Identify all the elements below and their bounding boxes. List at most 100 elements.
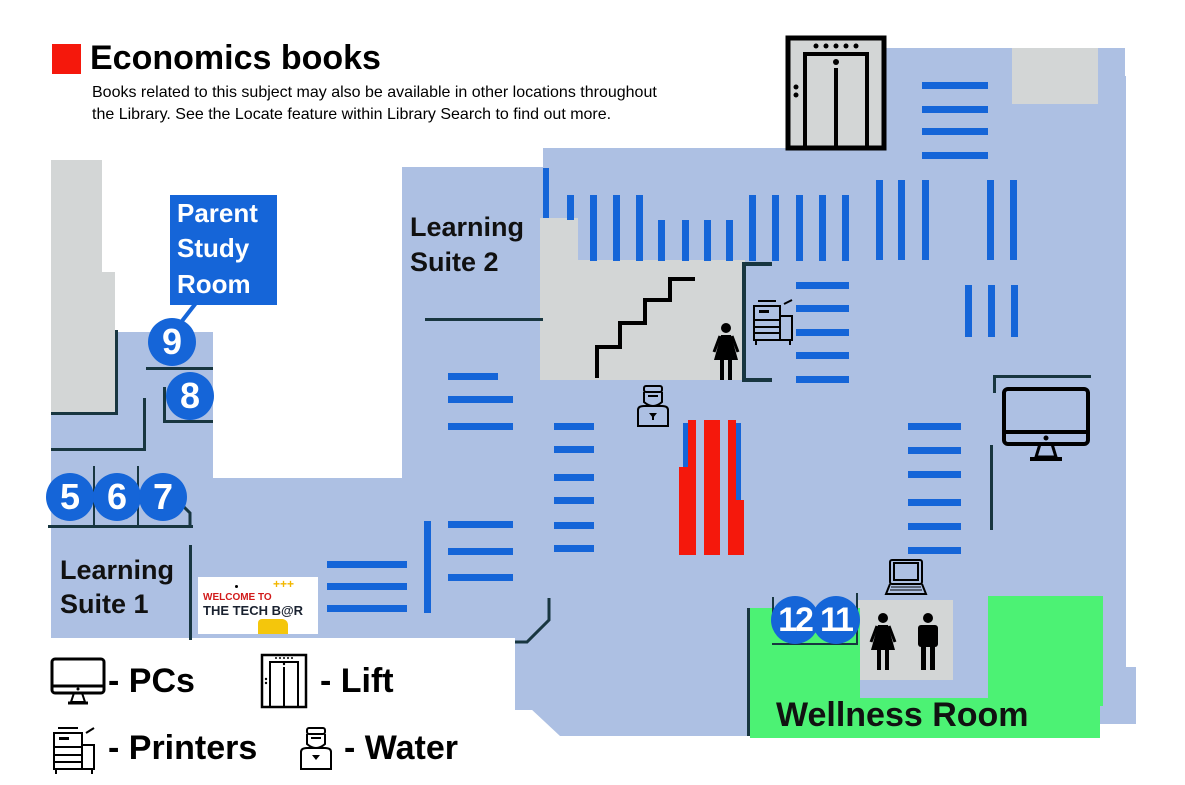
economics-shelf xyxy=(704,420,720,555)
legend-label-water: - Water xyxy=(344,729,458,767)
wall xyxy=(51,448,146,451)
shelf xyxy=(726,220,733,261)
shelf xyxy=(704,220,711,261)
shelf xyxy=(898,180,905,260)
shelf xyxy=(554,522,594,529)
pc-icon xyxy=(1002,387,1090,461)
shelf xyxy=(683,423,688,473)
shelf xyxy=(327,561,407,568)
wall xyxy=(772,643,858,645)
shelf xyxy=(922,152,988,159)
wall xyxy=(163,387,166,422)
wall xyxy=(425,318,543,321)
shelf xyxy=(908,471,961,478)
page-title: Economics books xyxy=(90,39,381,77)
room-number-7[interactable]: 7 xyxy=(139,473,187,521)
wellness-room-label: Wellness Room xyxy=(776,696,1029,734)
lift-icon xyxy=(785,35,887,151)
shelf xyxy=(908,547,961,554)
stairwell-central-top xyxy=(540,218,578,263)
learning-suite-2-line-2: Suite 2 xyxy=(410,247,499,277)
shelf xyxy=(796,352,849,359)
stairs-icon xyxy=(595,277,695,378)
room-number-11[interactable]: 11 xyxy=(812,596,860,644)
shelf xyxy=(988,285,995,337)
female-toilet-icon xyxy=(712,323,740,380)
shelf xyxy=(554,497,594,504)
room-number-8[interactable]: 8 xyxy=(166,372,214,420)
tech-bar-dot xyxy=(235,585,238,588)
wall xyxy=(143,398,146,451)
shelf xyxy=(543,168,549,218)
shelf xyxy=(908,423,961,430)
shelf xyxy=(922,128,988,135)
economics-shelf xyxy=(679,467,696,555)
wall xyxy=(189,545,192,640)
wall xyxy=(742,262,746,382)
printer-icon xyxy=(53,727,95,774)
shelf xyxy=(554,423,594,430)
wall xyxy=(742,378,772,382)
room-number-12[interactable]: 12 xyxy=(771,596,819,644)
shelf xyxy=(448,548,513,555)
room-number-9[interactable]: 9 xyxy=(148,318,196,366)
shelf xyxy=(590,195,597,261)
shelf xyxy=(448,373,498,380)
shelf xyxy=(772,195,779,261)
wall xyxy=(48,525,193,528)
parent-room-pointer xyxy=(180,301,198,323)
shelf xyxy=(658,220,665,261)
parent-study-room-line-1: Parent xyxy=(177,198,258,228)
economics-shelf xyxy=(728,500,744,555)
stairwell-west-upper xyxy=(51,160,102,412)
tech-bar-yellow-shape xyxy=(258,619,288,634)
female-toilet-icon xyxy=(869,613,897,670)
tech-bar-sign[interactable]: +++ WELCOME TO THE TECH B@R xyxy=(198,577,318,634)
room-number-6[interactable]: 6 xyxy=(93,473,141,521)
shelf xyxy=(842,195,849,261)
shelf xyxy=(448,396,513,403)
shelf xyxy=(819,195,826,261)
shelf xyxy=(448,423,513,430)
lift-icon xyxy=(260,653,308,709)
tech-bar-plus: +++ xyxy=(273,577,295,591)
shelf xyxy=(448,574,513,581)
learning-suite-2-line-1: Learning xyxy=(410,212,525,242)
wall-diagonal-567 xyxy=(180,503,192,527)
shelf xyxy=(796,195,803,261)
legend-label-printers: - Printers xyxy=(108,729,258,767)
wellness-room-area-3 xyxy=(988,596,1103,706)
shelf xyxy=(327,605,407,612)
shelf xyxy=(749,195,756,261)
wall xyxy=(990,445,993,530)
printer-icon xyxy=(753,299,793,345)
parent-study-room-box[interactable] xyxy=(170,195,277,305)
shelf xyxy=(1011,285,1018,337)
economics-shelf xyxy=(688,420,696,470)
wall xyxy=(742,262,772,266)
room-number-5[interactable]: 5 xyxy=(46,473,94,521)
shelf xyxy=(922,106,988,113)
shelf xyxy=(876,180,883,260)
wall-wellness-west xyxy=(747,608,750,736)
wall xyxy=(163,420,213,423)
shelf xyxy=(554,474,594,481)
shelf xyxy=(424,521,431,613)
shelf xyxy=(922,180,929,260)
wall xyxy=(115,330,118,415)
shelf xyxy=(796,282,849,289)
economics-shelf xyxy=(728,420,736,505)
floor-area-se xyxy=(1098,667,1136,724)
pc-icon xyxy=(50,657,106,705)
shelf xyxy=(636,195,643,261)
wall-diagonal-sw xyxy=(515,598,551,644)
shelf xyxy=(908,447,961,454)
stairwell-west-lower xyxy=(102,272,115,412)
wall xyxy=(146,367,213,370)
wall xyxy=(993,375,1091,378)
shelf xyxy=(613,195,620,261)
shelf xyxy=(965,285,972,337)
shelf xyxy=(1010,180,1017,260)
learning-suite-1-line-2: Suite 1 xyxy=(60,589,149,619)
laptop-icon xyxy=(884,559,928,595)
